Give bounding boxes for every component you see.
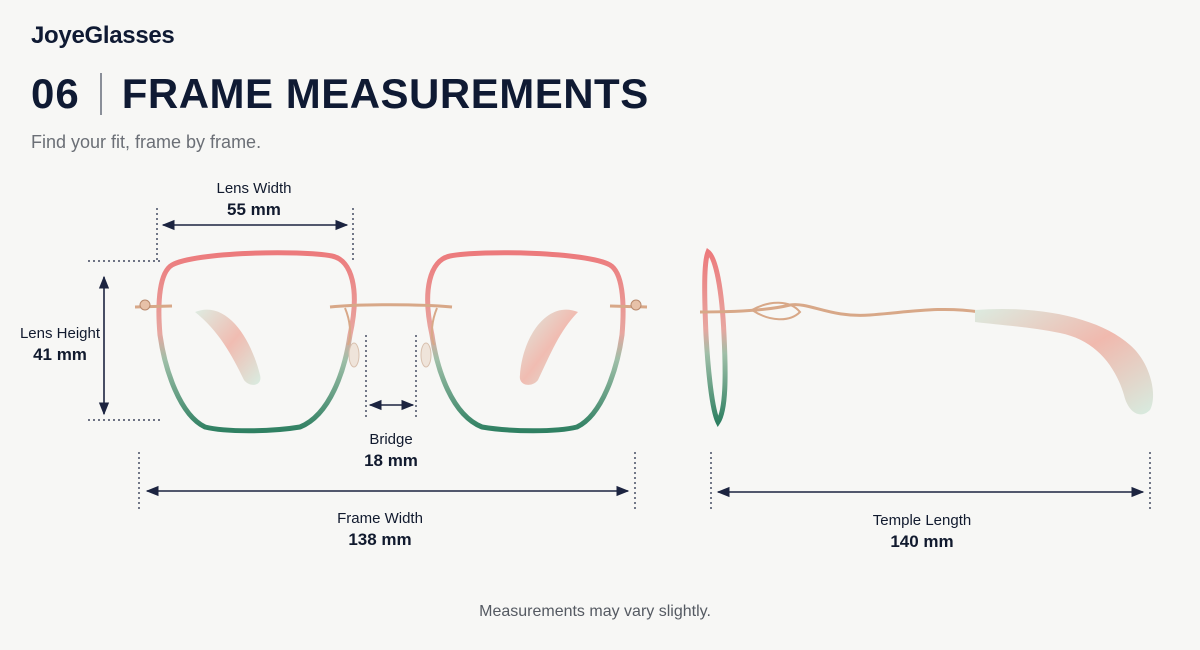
lens-height-label: Lens Height 41 mm [20, 324, 100, 366]
page-heading: 06 FRAME MEASUREMENTS [31, 70, 649, 118]
right-lens-rim [425, 250, 626, 434]
temple-length-name: Temple Length [872, 512, 972, 529]
left-lens-rim [156, 250, 357, 434]
section-number: 06 [31, 70, 80, 117]
side-lens-rim [702, 248, 728, 427]
frame-width-name: Frame Width [337, 510, 423, 527]
right-temple-tip [519, 309, 578, 385]
dimension-guides [88, 208, 1151, 512]
bridge-value: 18 mm [364, 451, 418, 470]
heading-divider [99, 73, 102, 115]
lens-width-label: Lens Width 55 mm [216, 179, 291, 221]
bridge-bar [329, 303, 453, 309]
page-title: FRAME MEASUREMENTS [121, 70, 649, 117]
frame-width-value: 138 mm [348, 530, 412, 549]
bridge-label: Bridge 18 mm [364, 430, 418, 472]
temple-length-value: 140 mm [890, 532, 954, 551]
lens-height-value: 41 mm [33, 345, 87, 364]
lens-width-name: Lens Width [216, 180, 292, 197]
temple-length-label: Temple Length 140 mm [873, 511, 971, 553]
page-subtitle: Find your fit, frame by frame. [31, 132, 262, 152]
frame-width-label: Frame Width 138 mm [337, 509, 423, 551]
bridge-name: Bridge [369, 431, 413, 448]
footnote: Measurements may vary slightly. [479, 603, 711, 620]
left-temple-tip [195, 309, 261, 385]
right-nose-pad [420, 342, 432, 368]
temple-tip [975, 308, 1154, 415]
lens-width-value: 55 mm [227, 200, 281, 219]
lens-height-name: Lens Height [19, 325, 101, 342]
left-nose-pad [348, 342, 360, 368]
temple-arm [699, 303, 981, 317]
side-view-glasses [699, 248, 1154, 427]
front-view-glasses [134, 250, 648, 434]
brand-logo: JoyeGlasses [31, 22, 175, 49]
